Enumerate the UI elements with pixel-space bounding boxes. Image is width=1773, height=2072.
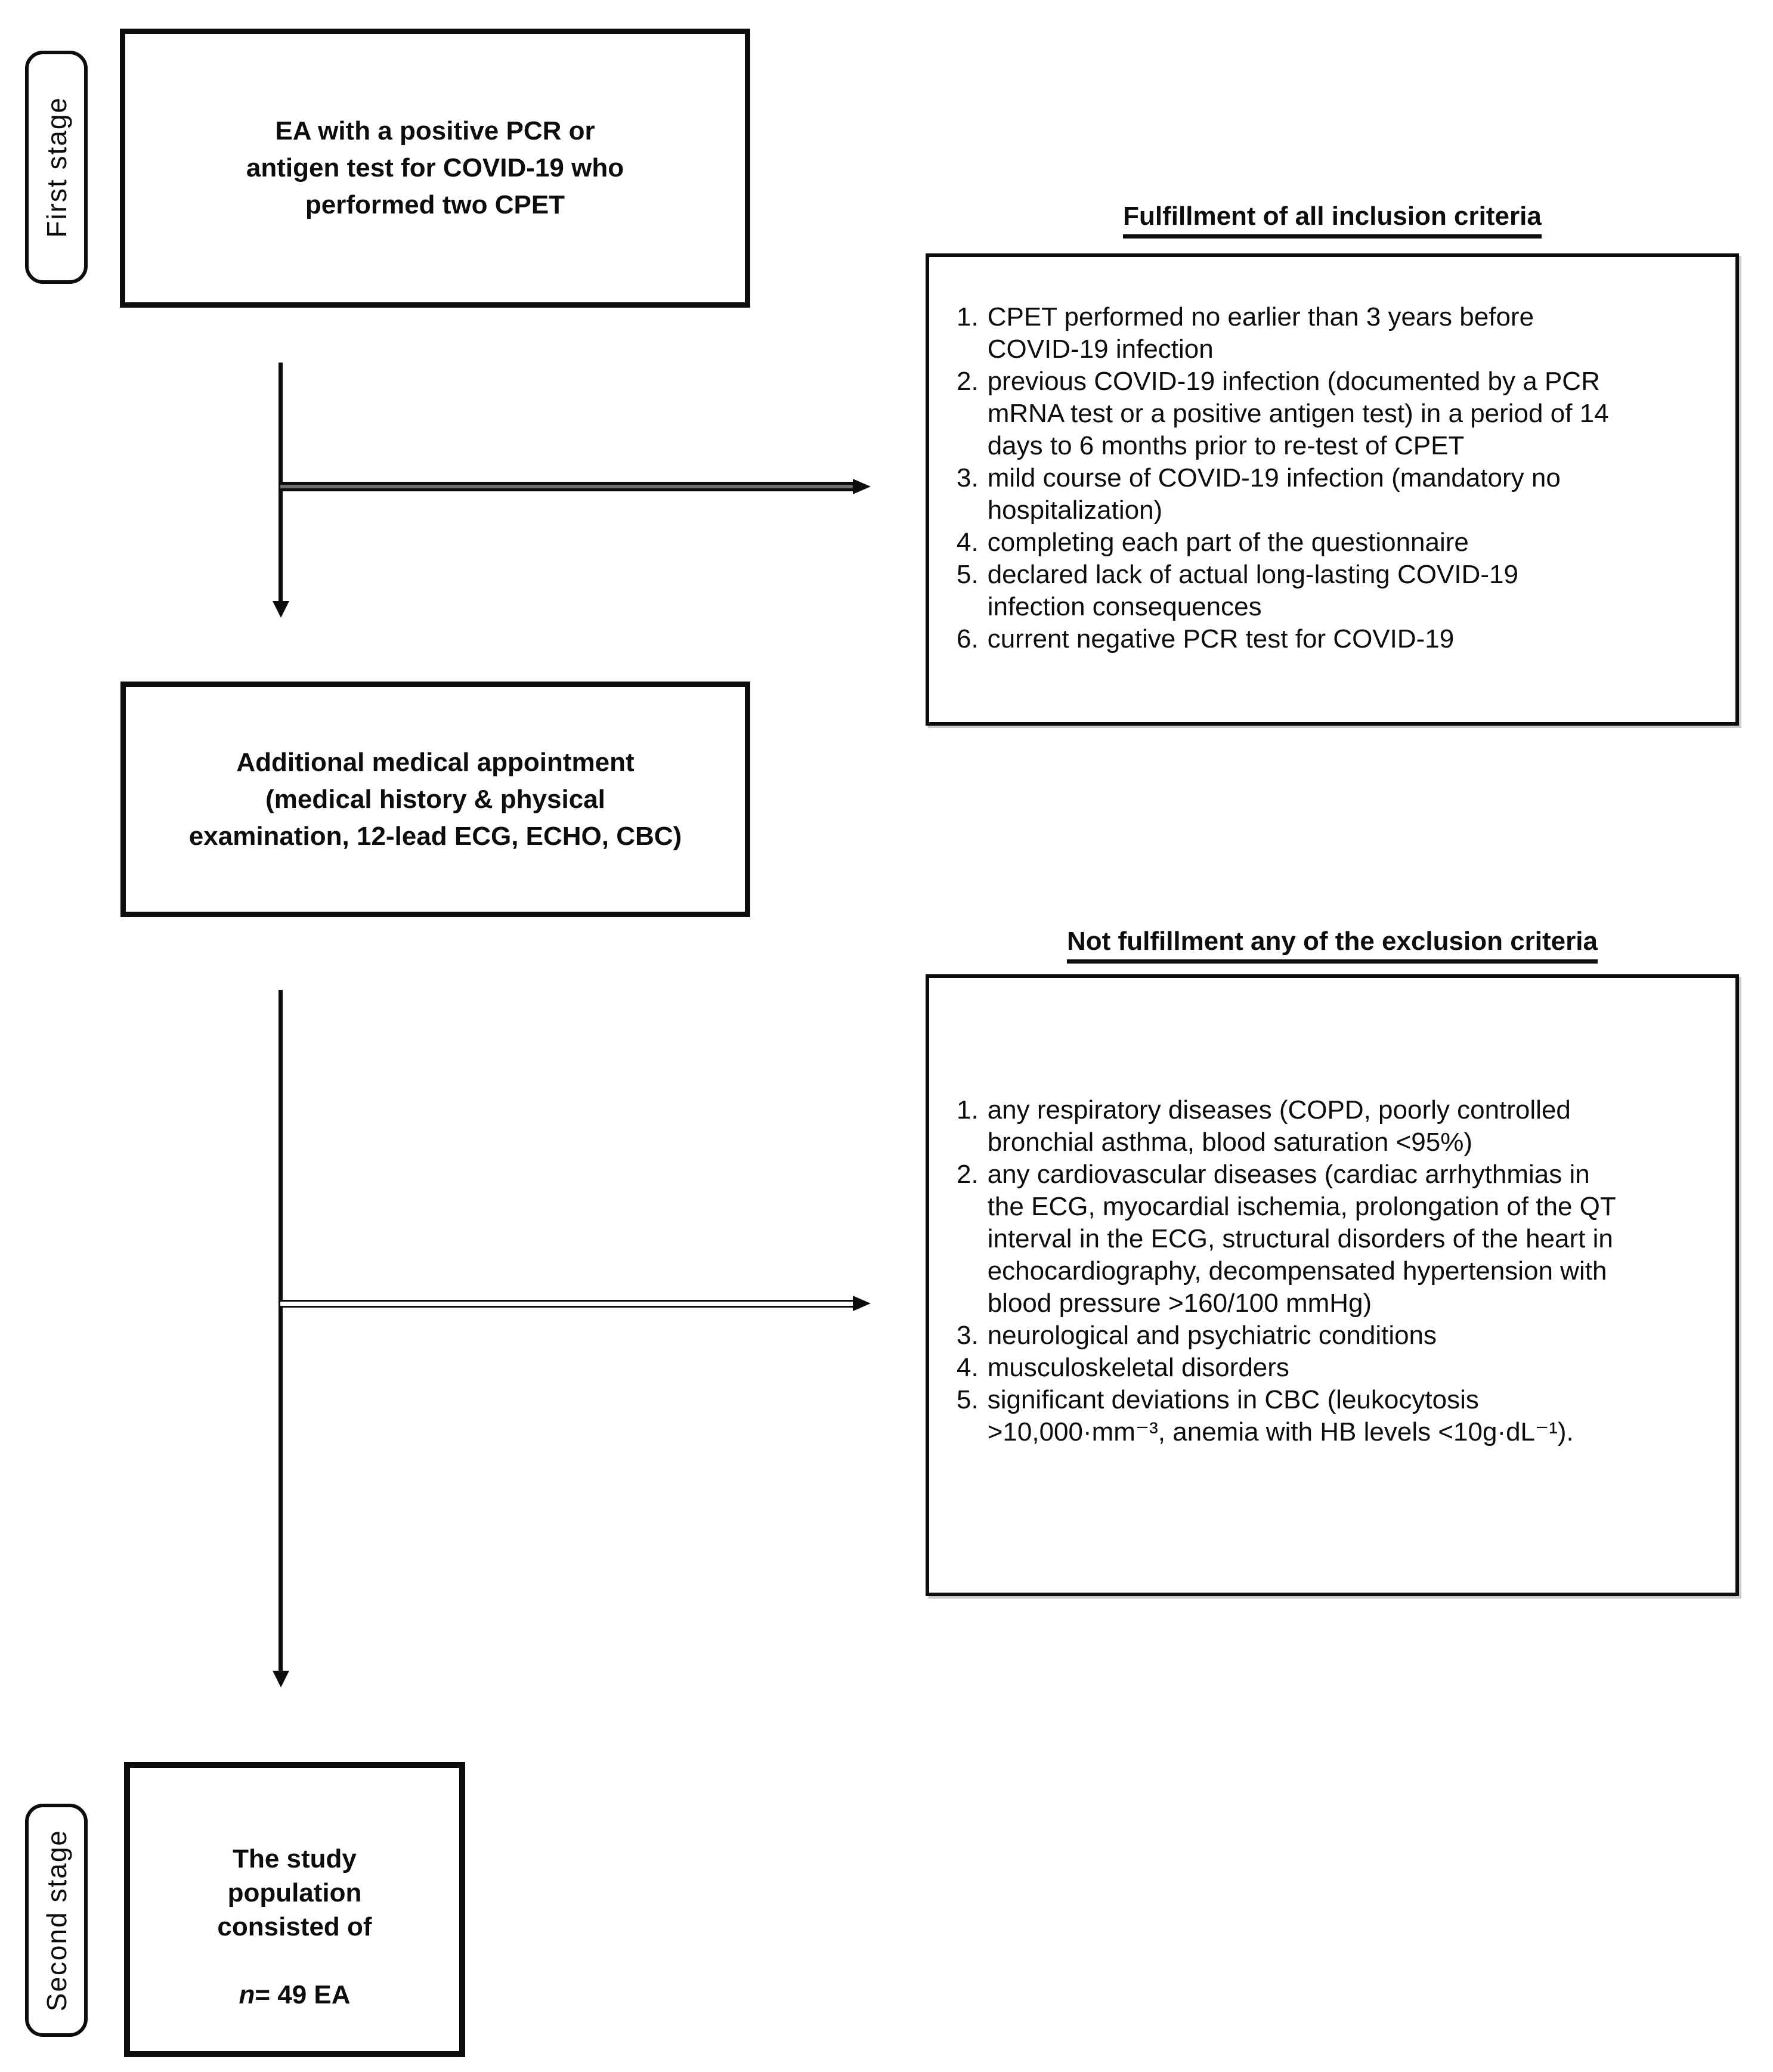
- arrow-right-1-shaft: [280, 482, 854, 491]
- list-item-text: any respiratory diseases (COPD, poorly c…: [987, 1095, 1571, 1157]
- inclusion-criteria-box: 1. CPET performed no earlier than 3 year…: [926, 253, 1739, 726]
- list-item: 2. any cardiovascular diseases (cardiac …: [957, 1159, 1719, 1320]
- list-item-number: 4.: [957, 1353, 979, 1382]
- arrow-down-2-shaft: [279, 990, 283, 1671]
- list-item-number: 3.: [957, 463, 979, 493]
- list-item-text: completing each part of the questionnair…: [987, 528, 1469, 557]
- list-item: 4. musculoskeletal disorders: [957, 1352, 1719, 1384]
- study-population-lead-text: The study population consisted of: [217, 1844, 372, 1941]
- list-item-number: 3.: [957, 1321, 979, 1350]
- list-item-number: 2.: [957, 367, 979, 396]
- list-item-number: 4.: [957, 528, 979, 557]
- list-item-number: 5.: [957, 1385, 979, 1414]
- list-item-text: mild course of COVID-19 infection (manda…: [987, 463, 1561, 525]
- arrowhead-down-1-icon: [273, 601, 289, 618]
- box-study-population-text: The study population consisted of n= 49 …: [217, 1808, 372, 2012]
- arrowhead-right-2-icon: [853, 1296, 871, 1311]
- inclusion-heading: Fulfillment of all inclusion criteria: [926, 202, 1739, 239]
- arrowhead-right-1-icon: [853, 479, 871, 494]
- list-item-text: CPET performed no earlier than 3 years b…: [987, 302, 1534, 364]
- list-item: 1. any respiratory diseases (COPD, poorl…: [957, 1094, 1719, 1159]
- list-item: 6. current negative PCR test for COVID-1…: [957, 623, 1719, 655]
- list-item-text: significant deviations in CBC (leukocyto…: [987, 1385, 1574, 1447]
- list-item-text: current negative PCR test for COVID-19: [987, 624, 1455, 653]
- list-item: 1. CPET performed no earlier than 3 year…: [957, 301, 1719, 366]
- exclusion-criteria-box: 1. any respiratory diseases (COPD, poorl…: [926, 974, 1739, 1596]
- list-item: 3. neurological and psychiatric conditio…: [957, 1320, 1719, 1352]
- list-item-number: 6.: [957, 624, 979, 653]
- box-initial-cohort: EA with a positive PCR or antigen test f…: [120, 29, 750, 308]
- arrow-right-2-shaft: [280, 1300, 854, 1308]
- stage-label-second: Second stage: [25, 1804, 88, 2037]
- stage-label-first: First stage: [25, 51, 88, 284]
- box-study-population: The study population consisted of n= 49 …: [124, 1762, 465, 2057]
- exclusion-heading: Not fulfillment any of the exclusion cri…: [926, 927, 1739, 964]
- list-item-text: previous COVID-19 infection (documented …: [987, 367, 1609, 460]
- list-item-text: any cardiovascular diseases (cardiac arr…: [987, 1160, 1616, 1318]
- exclusion-heading-text: Not fulfillment any of the exclusion cri…: [1067, 927, 1598, 964]
- list-item: 3. mild course of COVID-19 infection (ma…: [957, 462, 1719, 526]
- list-item: 5. significant deviations in CBC (leukoc…: [957, 1384, 1719, 1448]
- inclusion-heading-text: Fulfillment of all inclusion criteria: [1123, 202, 1542, 239]
- list-item-number: 1.: [957, 302, 979, 332]
- box-initial-cohort-text: EA with a positive PCR or antigen test f…: [246, 116, 624, 219]
- list-item: 4. completing each part of the questionn…: [957, 526, 1719, 559]
- list-item-number: 5.: [957, 560, 979, 589]
- n-value: = 49 EA: [255, 1980, 351, 2009]
- list-item-text: musculoskeletal disorders: [987, 1353, 1289, 1382]
- list-item-text: declared lack of actual long-lasting COV…: [987, 560, 1518, 621]
- list-item-number: 1.: [957, 1095, 979, 1125]
- list-item-text: neurological and psychiatric conditions: [987, 1321, 1437, 1350]
- box-medical-appointment-text: Additional medical appointment (medical …: [188, 747, 682, 851]
- list-item-number: 2.: [957, 1160, 979, 1189]
- list-item: 5. declared lack of actual long-lasting …: [957, 559, 1719, 623]
- n-symbol: n: [239, 1980, 255, 2009]
- stage-label-second-text: Second stage: [41, 1829, 72, 2012]
- arrowhead-down-2-icon: [273, 1671, 289, 1687]
- stage-label-first-text: First stage: [41, 97, 72, 238]
- list-item: 2. previous COVID-19 infection (document…: [957, 366, 1719, 462]
- box-medical-appointment: Additional medical appointment (medical …: [120, 682, 750, 917]
